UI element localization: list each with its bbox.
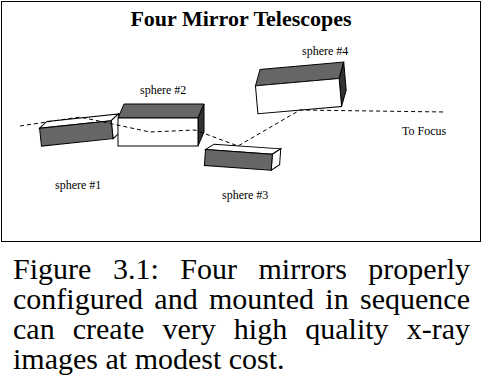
x-ray-path [20, 110, 445, 146]
figure-title: Four Mirror Telescopes [0, 6, 482, 32]
mirror-sphere-1 [39, 114, 121, 146]
mirror-sphere-3 [204, 144, 280, 171]
part-label: To Focus [402, 124, 446, 138]
part-label: sphere #4 [302, 44, 348, 58]
part-label: sphere #2 [140, 83, 186, 97]
mirror-sphere-2 [118, 104, 204, 146]
part-label: sphere #1 [55, 178, 101, 192]
part-label: sphere #3 [222, 188, 268, 202]
figure-frame [2, 2, 481, 242]
mirror-sphere-4 [254, 62, 347, 114]
figure-caption: Figure 3.1: Four mirrors properly config… [13, 254, 470, 374]
